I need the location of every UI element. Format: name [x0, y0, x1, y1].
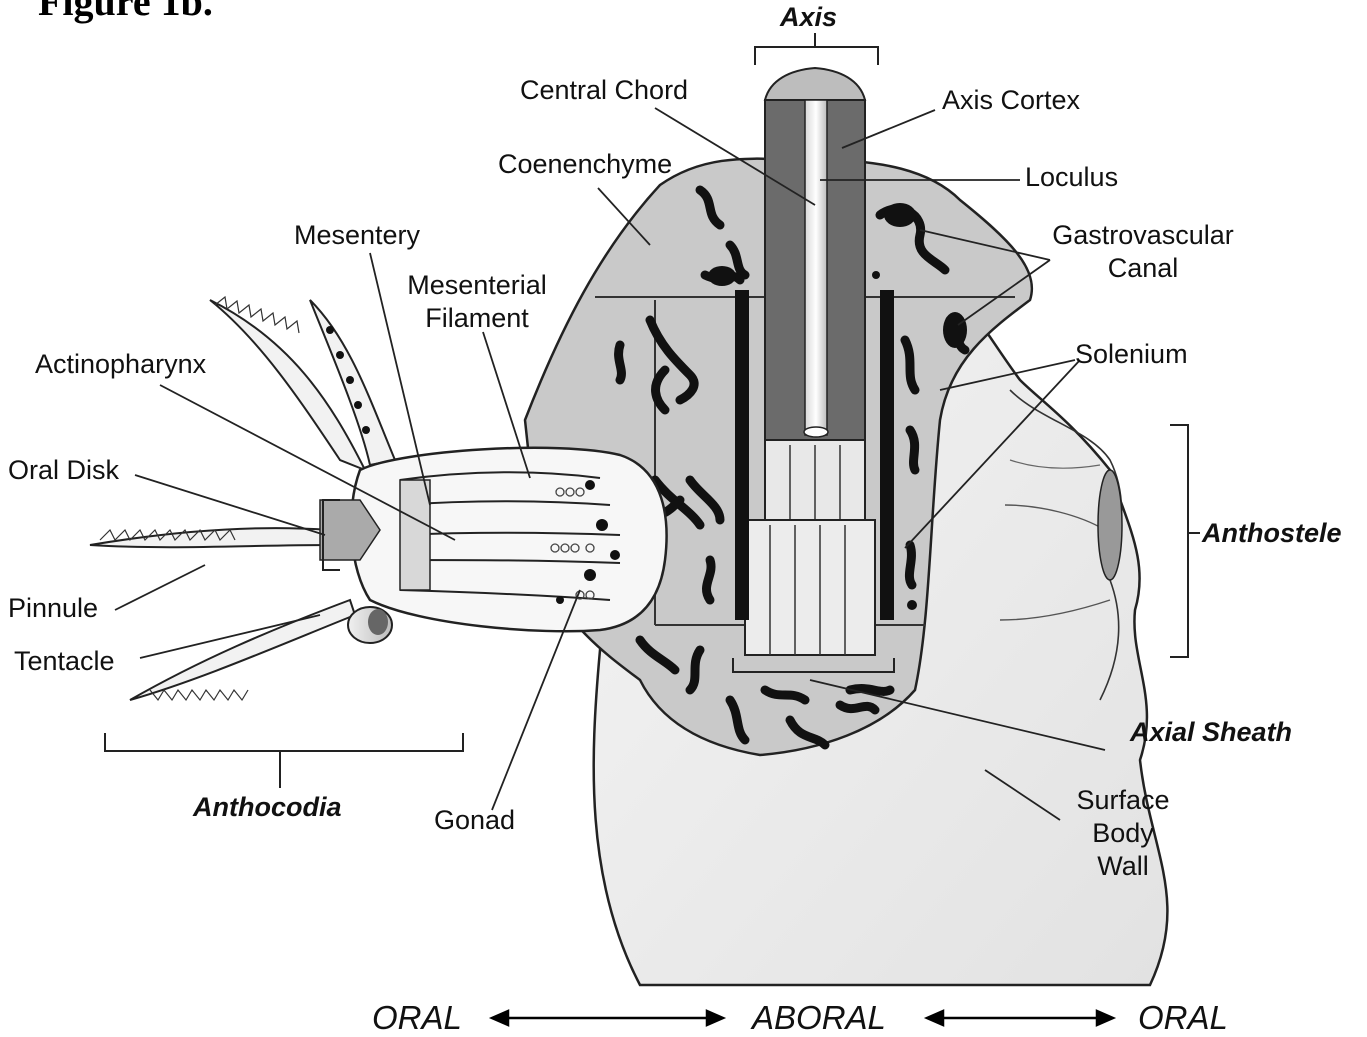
axis-bracket	[755, 33, 878, 65]
label-loculus: Loculus	[1025, 161, 1118, 194]
label-anthostele: Anthostele	[1202, 517, 1342, 550]
label-mesenterial-filament: Mesenterial Filament	[392, 269, 562, 335]
orientation-aboral: ABORAL	[752, 998, 886, 1037]
label-central-chord: Central Chord	[520, 74, 688, 107]
orientation-oral-right: ORAL	[1138, 998, 1228, 1037]
label-axis: Axis	[780, 1, 837, 34]
axis-shape	[765, 68, 865, 440]
anthocodia-shape	[320, 448, 667, 643]
orientation-oral-left: ORAL	[372, 998, 462, 1037]
label-tentacle: Tentacle	[14, 645, 115, 678]
label-gastrovascular-canal: Gastrovascular Canal	[1036, 219, 1250, 285]
figure-label: Figure 1b.	[38, 0, 213, 25]
label-gonad: Gonad	[434, 804, 515, 837]
anthostele-bracket	[1170, 425, 1200, 657]
label-solenium: Solenium	[1075, 338, 1188, 371]
label-actinopharynx: Actinopharynx	[35, 348, 206, 381]
label-surface-body-wall: Surface Body Wall	[1060, 784, 1186, 883]
label-coenenchyme: Coenenchyme	[498, 148, 672, 181]
label-mesentery: Mesentery	[294, 219, 420, 252]
anthocodia-bracket	[105, 733, 463, 788]
label-axis-cortex: Axis Cortex	[942, 84, 1080, 117]
label-anthocodia: Anthocodia	[193, 791, 342, 824]
label-pinnule: Pinnule	[8, 592, 98, 625]
label-oral-disk: Oral Disk	[8, 454, 119, 487]
label-axial-sheath: Axial Sheath	[1130, 716, 1292, 749]
